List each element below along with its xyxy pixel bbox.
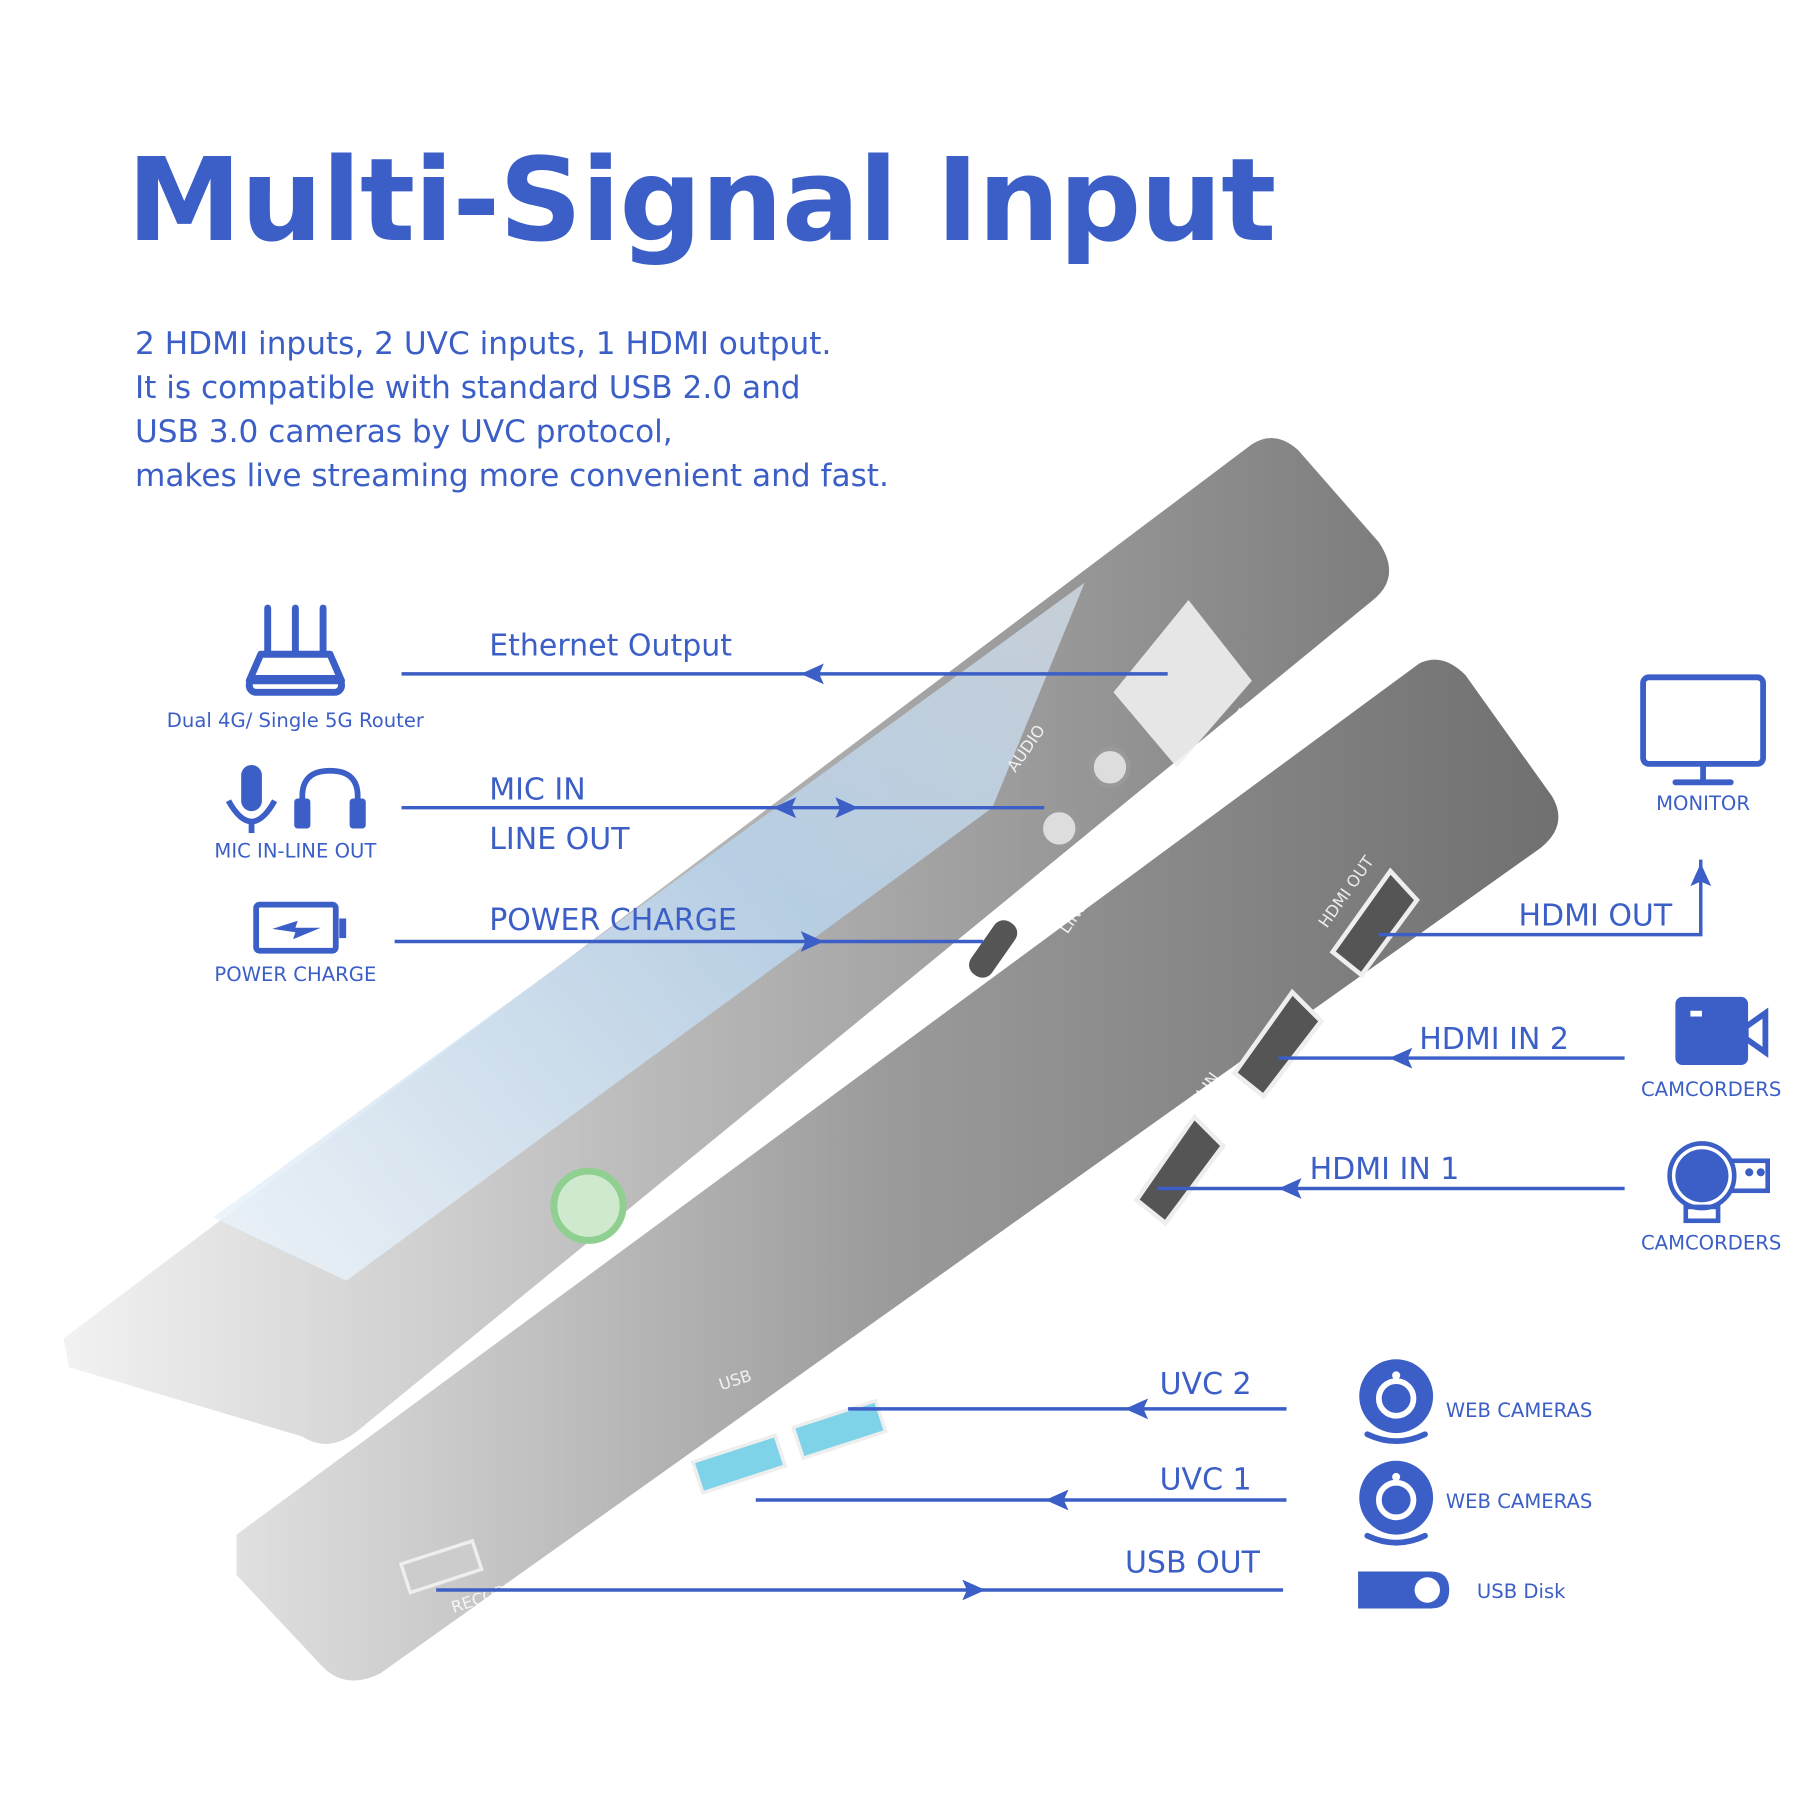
monitor-caption: MONITOR — [1656, 792, 1750, 815]
uvc-2-label: UVC 2 — [1160, 1367, 1252, 1402]
uvc-1-label: UVC 1 — [1160, 1463, 1252, 1498]
webcam-caption: WEB CAMERAS — [1446, 1490, 1593, 1513]
mic-line-caption: MIC IN-LINE OUT — [214, 839, 377, 862]
line-out-jack — [1038, 807, 1080, 850]
mic-jack — [1089, 746, 1131, 789]
power-caption: POWER CHARGE — [214, 963, 376, 986]
uvc-1-port — [690, 1433, 788, 1495]
usb-disk-icon — [1358, 1571, 1450, 1609]
page-title: Multi-Signal Input — [127, 134, 1275, 268]
hdmi-in-2-label: HDMI IN 2 — [1419, 1022, 1569, 1057]
arrow-left-icon — [800, 663, 824, 685]
camcorder-round-caption: CAMCORDERS — [1641, 1232, 1781, 1255]
hdmi-in-1-port — [1133, 1113, 1227, 1227]
arrow-left-icon — [1278, 1178, 1302, 1199]
camcorder-caption: CAMCORDERS — [1641, 1078, 1781, 1101]
camcorder-icon — [1675, 996, 1769, 1065]
hdmi-out-label: HDMI OUT — [1518, 898, 1672, 933]
uvc-2-port — [791, 1398, 888, 1461]
router-icon — [245, 604, 345, 696]
mic-in-label: MIC IN — [489, 773, 585, 808]
arrow-left-icon — [1124, 1398, 1149, 1420]
arrow-right-icon — [800, 931, 824, 952]
hdmi-out-line — [1378, 859, 1703, 937]
description-line: It is compatible with standard USB 2.0 a… — [135, 370, 801, 406]
ethernet-label: Ethernet Output — [489, 628, 732, 663]
arrow-left-icon — [1045, 1489, 1069, 1511]
usb-disk-caption: USB Disk — [1477, 1580, 1566, 1603]
usb-c-port — [969, 920, 1018, 978]
hdmi-out-port — [1329, 867, 1420, 979]
arrow-right-icon — [962, 1579, 986, 1601]
battery-charge-icon — [253, 901, 347, 954]
hdmi-in-2-port — [1231, 988, 1325, 1100]
ethernet-port — [1113, 599, 1252, 768]
arrow-up-icon — [1690, 863, 1712, 887]
webcam-icon — [1359, 1359, 1434, 1445]
port-label-hdmi-1: 1 — [1208, 1194, 1218, 1213]
description-line: makes live streaming more convenient and… — [135, 458, 889, 494]
arrow-left-icon — [1389, 1047, 1413, 1069]
arrow-left-icon — [773, 797, 797, 819]
hdmi-in-1-label: HDMI IN 1 — [1310, 1152, 1460, 1187]
webcam-caption: WEB CAMERAS — [1446, 1399, 1593, 1422]
monitor-icon — [1640, 674, 1766, 786]
camcorder-round-icon — [1667, 1141, 1770, 1224]
router-caption: Dual 4G/ Single 5G Router — [167, 709, 425, 732]
mic-icon — [225, 764, 278, 834]
device-screen — [213, 582, 1085, 1281]
port-label-uvc-2: UVC 2 — [852, 1453, 905, 1486]
usb-out-label: USB OUT — [1125, 1546, 1261, 1581]
arrow-right-icon — [835, 797, 859, 819]
power-label: POWER CHARGE — [489, 903, 737, 938]
description-line: USB 3.0 cameras by UVC protocol, — [135, 414, 673, 450]
headphones-icon — [294, 767, 366, 829]
power-button — [550, 1167, 627, 1244]
port-label-hdmi-2: 2 — [1307, 1070, 1317, 1089]
line-out-label: LINE OUT — [489, 822, 630, 857]
record-usb-port — [398, 1538, 484, 1595]
webcam-icon — [1359, 1460, 1434, 1546]
port-label-mic-in: MIC IN — [1124, 803, 1169, 856]
description-line: 2 HDMI inputs, 2 UVC inputs, 1 HDMI outp… — [135, 326, 831, 362]
device-lower-body — [236, 659, 1559, 1681]
